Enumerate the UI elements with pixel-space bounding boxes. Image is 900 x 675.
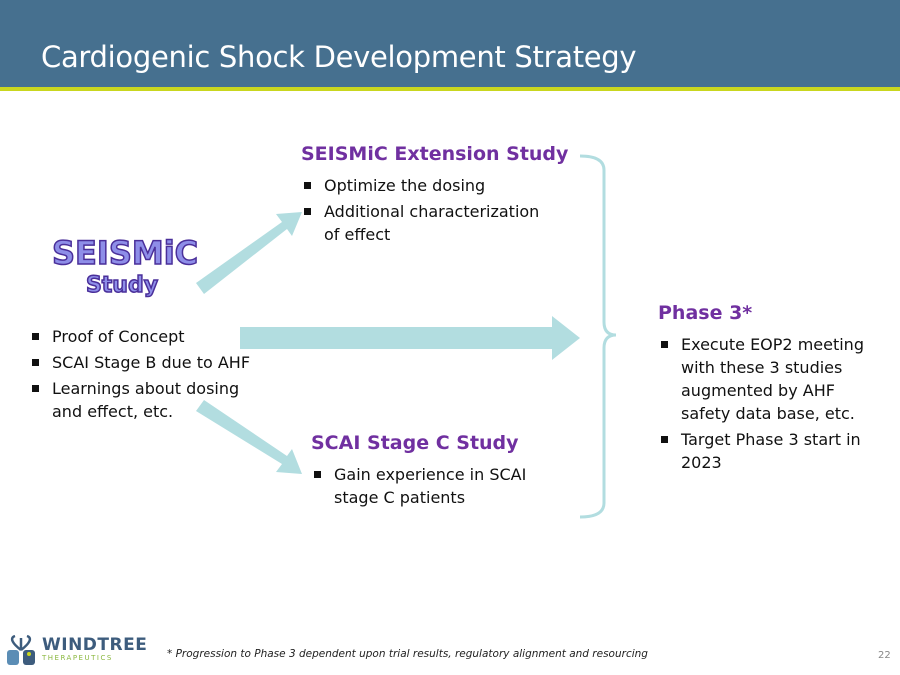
list-item: Proof of Concept bbox=[30, 325, 260, 348]
seismic-bullets: Proof of Concept SCAI Stage B due to AHF… bbox=[30, 325, 260, 426]
stage-c-bullets: Gain experience in SCAI stage C patients bbox=[312, 463, 527, 512]
list-item: Target Phase 3 start in 2023 bbox=[659, 428, 874, 474]
stage-c-study-heading: SCAI Stage C Study bbox=[311, 432, 519, 454]
phase3-bullets: Execute EOP2 meeting with these 3 studie… bbox=[659, 333, 874, 477]
phase3-heading: Phase 3* bbox=[658, 302, 753, 324]
list-item: Execute EOP2 meeting with these 3 studie… bbox=[659, 333, 874, 425]
arrow-to-phase3 bbox=[240, 316, 580, 360]
logo-name: WINDTREE bbox=[42, 635, 148, 655]
list-item: Additional characterization of effect bbox=[302, 200, 552, 246]
arrow-to-stage-c bbox=[196, 400, 302, 474]
seismic-logo-subtitle: Study bbox=[85, 272, 159, 299]
footnote: * Progression to Phase 3 dependent upon … bbox=[167, 648, 648, 660]
header-accent-line bbox=[0, 87, 900, 91]
extension-bullets: Optimize the dosing Additional character… bbox=[302, 174, 552, 249]
page-number: 22 bbox=[878, 650, 891, 661]
header-bar bbox=[0, 0, 900, 87]
list-item: SCAI Stage B due to AHF bbox=[30, 351, 260, 374]
windtree-logo: WINDTREE THERAPEUTICS bbox=[5, 634, 147, 666]
list-item: Learnings about dosing and effect, etc. bbox=[30, 377, 242, 423]
bracket bbox=[579, 154, 617, 519]
logo-subtitle: THERAPEUTICS bbox=[42, 654, 113, 662]
tree-logo-icon bbox=[7, 634, 35, 665]
list-item: Optimize the dosing bbox=[302, 174, 552, 197]
arrow-to-extension bbox=[196, 212, 302, 294]
list-item: Gain experience in SCAI stage C patients bbox=[312, 463, 527, 509]
seismic-logo-title: SEISMiC bbox=[51, 233, 199, 273]
seismic-study-logo: SEISMiC Study bbox=[51, 233, 199, 300]
extension-study-heading: SEISMiC Extension Study bbox=[301, 143, 569, 165]
page-title: Cardiogenic Shock Development Strategy bbox=[41, 40, 637, 74]
